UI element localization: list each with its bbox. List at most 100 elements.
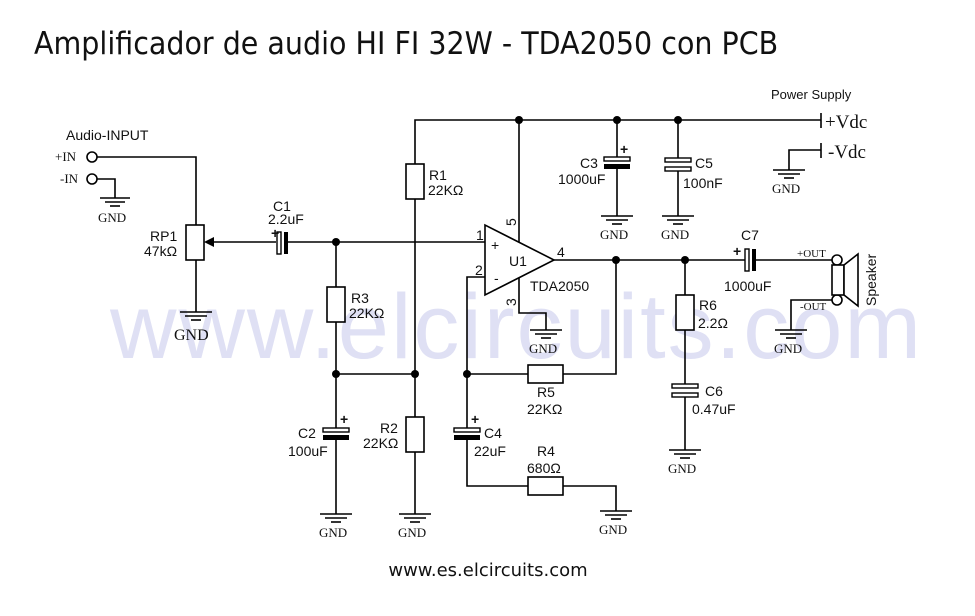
r6-ref: R6 — [699, 297, 717, 313]
gnd-symbol — [775, 329, 807, 339]
capacitor-c4-plate — [453, 427, 481, 433]
polarity-mark: + — [271, 225, 279, 241]
plus-out-label: +OUT — [797, 248, 826, 260]
gnd-label: GND — [668, 461, 696, 476]
c1-value: 2.2uF — [268, 211, 304, 227]
c4-ref: C4 — [484, 425, 502, 441]
gnd-label: GND — [661, 227, 689, 242]
capacitor-c5-plate — [664, 166, 692, 172]
wire — [790, 299, 832, 330]
gnd-label: GND — [529, 341, 557, 356]
wire — [466, 440, 528, 487]
capacitor-c7-plate — [752, 249, 756, 271]
capacitor-c6-plate — [671, 392, 699, 398]
r5-ref: R5 — [537, 384, 555, 400]
c5-ref: C5 — [695, 155, 713, 171]
diagram-title: Amplificador de audio HI FI 32W - TDA205… — [34, 26, 779, 62]
gnd-label: GND — [600, 227, 628, 242]
gnd-label: GND — [398, 525, 426, 540]
resistor-r5 — [527, 364, 564, 384]
capacitor-c4-plate — [454, 435, 480, 440]
r5-value: 22KΩ — [527, 401, 562, 417]
wire — [518, 278, 547, 330]
gnd-label: GND — [174, 327, 209, 344]
footer-url: www.es.elcircuits.com — [0, 560, 975, 581]
plus-in-label: +IN — [55, 149, 77, 164]
gnd-label: GND — [319, 525, 347, 540]
u1-minus-input: - — [494, 270, 499, 286]
capacitor-c3-plate — [603, 156, 631, 162]
rp1-value: 47kΩ — [144, 243, 177, 259]
minus-vdc-label: -Vdc — [828, 142, 866, 163]
u1-pin2: 2 — [475, 262, 483, 278]
r1-value: 22KΩ — [428, 182, 463, 198]
c6-value: 0.47uF — [692, 401, 736, 417]
amplifier-u1 — [484, 223, 556, 297]
wire — [97, 156, 197, 225]
c6-ref: C6 — [705, 383, 723, 399]
capacitor-c1-plate — [276, 231, 282, 255]
wire — [563, 260, 617, 375]
u1-pin4: 4 — [557, 244, 565, 260]
power-supply-label: Power Supply — [771, 87, 852, 102]
capacitor-c2-plate — [322, 427, 350, 433]
r2-ref: R2 — [380, 420, 398, 436]
gnd-symbol — [600, 510, 632, 520]
gnd-symbol — [601, 215, 633, 225]
r3-value: 22KΩ — [349, 305, 384, 321]
r6-value: 2.2Ω — [698, 315, 728, 331]
u1-pin1: 1 — [476, 227, 484, 243]
u1-pin5: 5 — [503, 218, 519, 226]
c7-value: 1000uF — [724, 278, 771, 294]
polarity-mark: + — [733, 243, 741, 259]
resistor-r2 — [405, 416, 425, 453]
resistor-r6 — [675, 294, 695, 331]
c2-ref: C2 — [298, 425, 316, 441]
polarity-mark: + — [620, 141, 628, 157]
gnd-label: GND — [772, 181, 800, 196]
r1-ref: R1 — [429, 167, 447, 183]
minus-in-terminal — [86, 173, 98, 185]
gnd-symbol — [180, 311, 212, 321]
speaker-label: Speaker — [863, 254, 879, 306]
capacitor-c7-plate — [744, 248, 750, 272]
gnd-label: GND — [599, 522, 627, 537]
gnd-symbol — [399, 513, 431, 523]
footer-url-text: www.es.elcircuits.com — [388, 560, 588, 581]
polarity-mark: + — [340, 411, 348, 427]
c4-value: 22uF — [474, 443, 506, 459]
r3-ref: R3 — [351, 290, 369, 306]
c1-ref: C1 — [273, 198, 291, 214]
wire — [788, 149, 821, 170]
gnd-symbol — [320, 513, 352, 523]
c3-ref: C3 — [580, 155, 598, 171]
gnd-symbol — [773, 169, 805, 179]
gnd-label: GND — [98, 210, 126, 225]
capacitor-c3-plate — [604, 164, 630, 169]
minus-in-label: -IN — [60, 171, 79, 186]
capacitor-c5-plate — [664, 157, 692, 163]
gnd-symbol — [669, 449, 701, 459]
junction — [515, 116, 523, 124]
speaker-icon — [831, 252, 859, 308]
resistor-r3 — [326, 286, 346, 323]
c7-ref: C7 — [741, 227, 759, 243]
gnd-symbol — [530, 329, 562, 339]
capacitor-c2-plate — [323, 435, 349, 440]
wire — [414, 119, 821, 160]
c2-value: 100uF — [288, 443, 328, 459]
wire — [563, 485, 617, 511]
u1-ref: U1 — [509, 253, 527, 269]
gnd-symbol — [662, 215, 694, 225]
u1-pin3: 3 — [503, 298, 519, 306]
r4-ref: R4 — [537, 443, 555, 459]
capacitor-c1-plate — [284, 232, 288, 254]
r2-value: 22KΩ — [363, 435, 398, 451]
r4-value: 680Ω — [527, 460, 561, 476]
gnd-symbol — [100, 197, 130, 207]
gnd-label: GND — [774, 341, 802, 356]
plus-vdc-label: +Vdc — [825, 112, 867, 133]
wire — [97, 178, 116, 198]
u1-plus-input: + — [491, 237, 499, 253]
